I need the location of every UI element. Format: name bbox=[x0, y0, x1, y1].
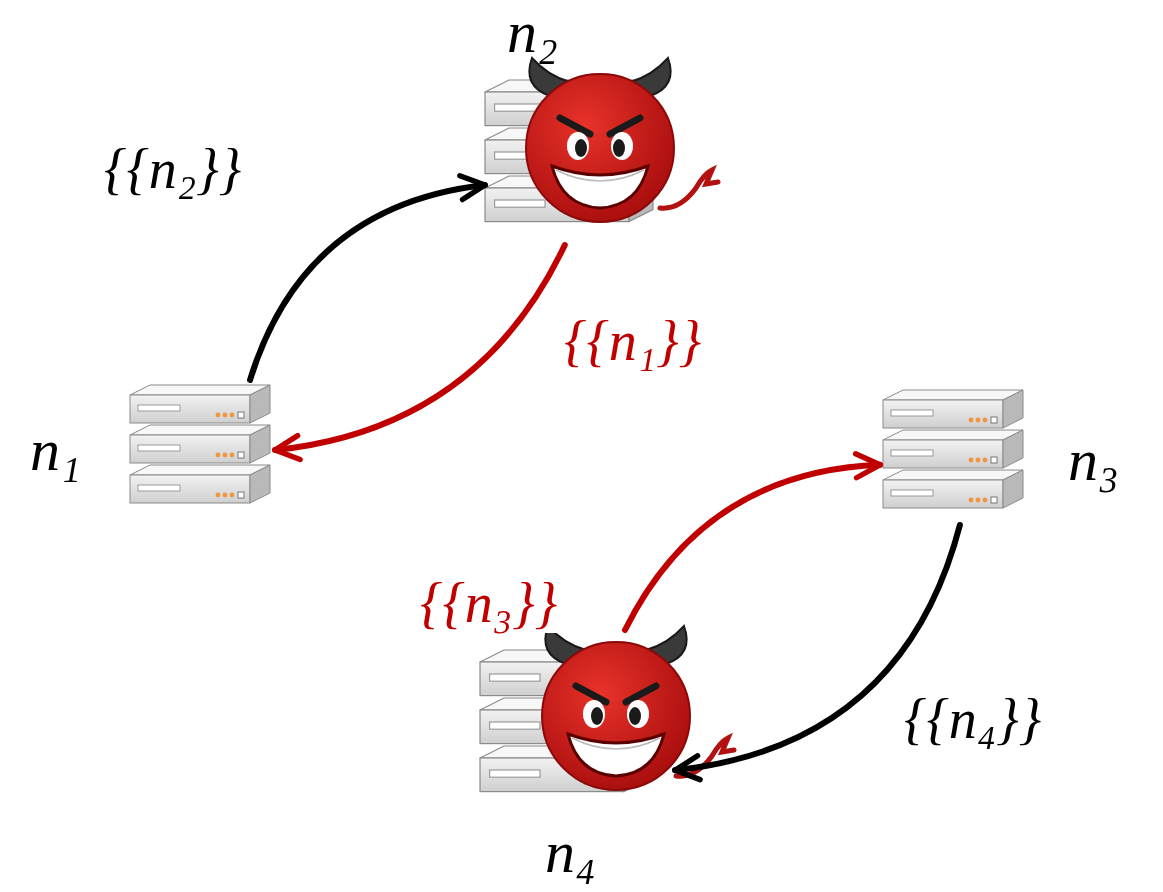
message-label: {{n₄}} bbox=[900, 690, 1045, 749]
server-icon bbox=[130, 385, 270, 503]
message-arrow bbox=[250, 185, 485, 380]
node-name: n₄ bbox=[545, 822, 596, 882]
node-name: n₃ bbox=[1068, 430, 1119, 490]
server-node: n₂ bbox=[485, 0, 675, 245]
message-label: {{n₂}} bbox=[100, 140, 245, 199]
server-node: n₃ bbox=[880, 385, 1150, 525]
message-label: {{n₁}} bbox=[560, 312, 705, 371]
node-name: n₂ bbox=[507, 2, 558, 62]
devil-icon bbox=[526, 58, 718, 222]
message-arrow bbox=[275, 245, 565, 450]
node-name: n₁ bbox=[30, 420, 81, 480]
message-arrow bbox=[625, 465, 880, 630]
server-icon bbox=[883, 390, 1023, 508]
message-label: {{n₃}} bbox=[416, 574, 561, 633]
server-node: n₁ bbox=[15, 380, 275, 520]
server-node: n₄ bbox=[475, 630, 675, 885]
